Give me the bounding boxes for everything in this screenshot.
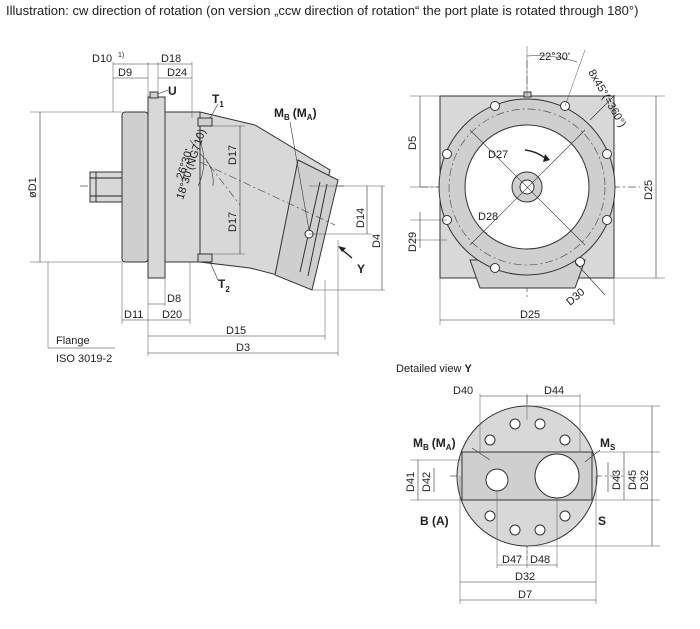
dim-D14: D14 [355,208,367,228]
dim-D1: øD1 [27,177,39,198]
dim-D29: D29 [407,232,419,252]
flange-standard: ISO 3019-2 [56,353,112,365]
dim-D32-horizontal: D32 [515,571,535,583]
dim-D47: D47 [502,554,522,566]
dim-D43: D43 [611,470,623,490]
centering-collar [121,111,149,263]
dim-D10: D10 [92,53,112,65]
bolt-hole [442,149,452,159]
figure-caption: Illustration: cw direction of rotation (… [6,3,639,18]
dim-D9: D9 [118,67,132,79]
port-T1 [197,117,213,127]
bolt-hole [559,434,571,446]
dim-D15: D15 [226,325,246,337]
dim-D4: D4 [371,234,383,248]
dim-D10-footnote: 1) [118,52,124,59]
bolt-hole [602,149,612,159]
label-port-B-A: B (A) [420,514,449,528]
dim-D17-upper: D17 [227,145,239,165]
detail-label-MB-MA: MB(MA) [413,436,456,452]
bolt-hole [534,524,546,536]
detail-label-MS: MS [600,436,616,452]
bolt-hole [490,101,500,111]
label-port-S: S [598,514,606,528]
dim-D44: D44 [544,385,564,397]
dim-D48: D48 [530,554,550,566]
inclined-axis [199,161,336,226]
dim-D24: D24 [167,67,187,79]
dim-D8: D8 [167,293,181,305]
dim-D41: D41 [405,472,417,492]
dim-D40: D40 [453,385,473,397]
dim-D18: D18 [161,53,181,65]
dim-D20: D20 [162,309,182,321]
label-MB-MA: MB(MA) [274,106,317,122]
dim-D25-horizontal: D25 [520,309,540,321]
port-B-A [485,468,509,492]
dim-D30: D30 [564,286,587,308]
port-S [534,453,580,499]
dim-D17-lower: D17 [227,212,239,232]
dim-D27: D27 [488,149,508,161]
port-U [149,91,159,99]
bolt-hole [484,510,496,522]
detail-view-title: Detailed view Y [396,363,472,375]
front-angle: 22°30' [539,51,570,63]
label-U: U [168,84,177,98]
dim-D25-vertical: D25 [643,180,655,200]
bolt-hole [602,215,612,225]
front-view: 22°30' 8x45°(=360°) D5 D27 D28 D29 D25 D… [407,46,665,325]
dim-D3: D3 [236,342,250,354]
dim-D7: D7 [518,589,532,601]
bolt-hole [534,418,546,430]
shaft [89,171,123,203]
flange-label: Flange [56,335,90,347]
dim-D11: D11 [124,309,143,321]
dim-D28: D28 [478,211,498,223]
side-view: D10 1) D9 D18 D24 U T1 T2 MB(MA) 26°30' … [27,52,385,365]
flange-plate [147,96,166,279]
label-view-Y: Y [357,262,365,276]
bolt-hole [490,263,500,273]
dim-D45: D45 [627,470,639,490]
port-T2 [197,253,213,263]
bolt-hole [509,418,521,430]
bolt-hole [575,257,585,267]
bolt-hole [484,434,496,446]
label-T2: T2 [218,277,230,294]
bolt-hole [559,510,571,522]
dim-D32-vertical: D32 [639,470,651,490]
dim-D42: D42 [421,472,433,492]
detail-view-Y: Detailed view Y D40 D44 MB(MA) MS [396,363,660,604]
label-T1: T1 [212,92,224,109]
dim-D5: D5 [407,136,419,150]
bolt-hole [509,524,521,536]
